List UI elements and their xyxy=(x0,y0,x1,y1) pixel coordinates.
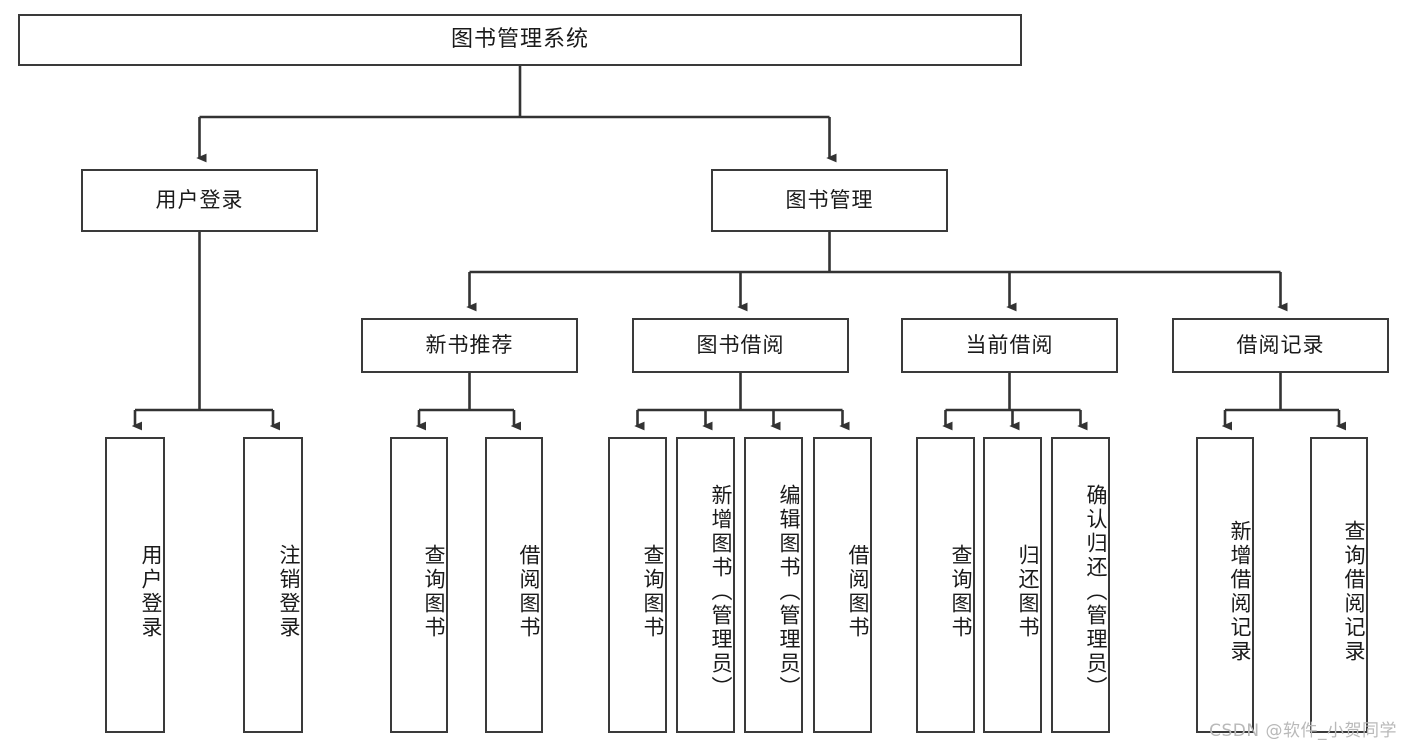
node-leaf-cur-2[interactable]: 归还图书 xyxy=(983,437,1042,733)
node-label: 新增借阅记录 xyxy=(1228,520,1252,664)
node-leaf-cur-1[interactable]: 查询图书 xyxy=(916,437,975,733)
node-newbook[interactable]: 新书推荐 xyxy=(361,318,578,373)
node-record[interactable]: 借阅记录 xyxy=(1172,318,1389,373)
node-label: 确认归还（管理员） xyxy=(1084,484,1108,700)
node-current[interactable]: 当前借阅 xyxy=(901,318,1118,373)
node-leaf-borrow-1[interactable]: 查询图书 xyxy=(608,437,667,733)
node-label: 查询图书 xyxy=(949,544,973,640)
node-leaf-rec-1[interactable]: 新增借阅记录 xyxy=(1196,437,1254,733)
node-leaf-login-1[interactable]: 用户登录 xyxy=(105,437,165,733)
node-label: 编辑图书（管理员） xyxy=(777,484,801,700)
node-label: 查询借阅记录 xyxy=(1342,520,1366,664)
node-leaf-borrow-4[interactable]: 借阅图书 xyxy=(813,437,872,733)
node-label: 新书推荐 xyxy=(425,333,514,358)
node-leaf-rec-2[interactable]: 查询借阅记录 xyxy=(1310,437,1368,733)
node-leaf-cur-3[interactable]: 确认归还（管理员） xyxy=(1051,437,1110,733)
node-label: 查询图书 xyxy=(422,544,446,640)
watermark: CSDN @软件_小贺同学 xyxy=(1209,721,1397,741)
node-root[interactable]: 图书管理系统 xyxy=(18,14,1022,66)
node-label: 查询图书 xyxy=(641,544,665,640)
node-leaf-new-2[interactable]: 借阅图书 xyxy=(485,437,543,733)
node-login[interactable]: 用户登录 xyxy=(81,169,318,232)
node-label: 借阅图书 xyxy=(846,544,870,640)
node-borrow[interactable]: 图书借阅 xyxy=(632,318,849,373)
node-leaf-new-1[interactable]: 查询图书 xyxy=(390,437,448,733)
node-label: 图书管理 xyxy=(785,188,874,213)
node-label: 图书借阅 xyxy=(696,333,785,358)
node-leaf-borrow-3[interactable]: 编辑图书（管理员） xyxy=(744,437,803,733)
node-label: 注销登录 xyxy=(277,544,301,640)
node-leaf-borrow-2[interactable]: 新增图书（管理员） xyxy=(676,437,735,733)
node-label: 用户登录 xyxy=(155,188,244,213)
node-label: 归还图书 xyxy=(1016,544,1040,640)
node-label: 当前借阅 xyxy=(965,333,1054,358)
node-label: 用户登录 xyxy=(139,544,163,640)
node-label: 图书管理系统 xyxy=(450,27,589,53)
node-label: 借阅记录 xyxy=(1236,333,1325,358)
node-label: 借阅图书 xyxy=(517,544,541,640)
node-bookmgmt[interactable]: 图书管理 xyxy=(711,169,948,232)
node-leaf-login-2[interactable]: 注销登录 xyxy=(243,437,303,733)
node-label: 新增图书（管理员） xyxy=(709,484,733,700)
